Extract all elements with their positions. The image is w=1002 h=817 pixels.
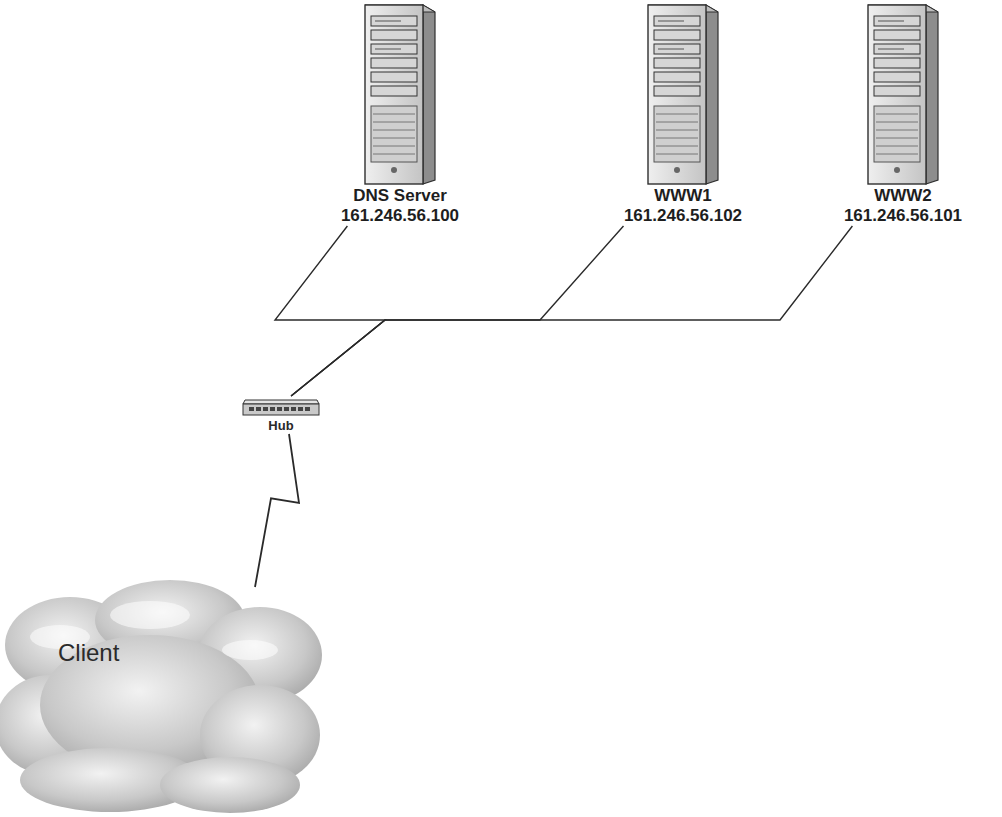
server-node: DNS Server161.246.56.100 bbox=[335, 2, 466, 226]
cloud-node: Client bbox=[0, 575, 330, 815]
ip-address: 161.246.56.101 bbox=[838, 206, 969, 226]
cloud-shape bbox=[0, 575, 330, 815]
server-name: DNS Server bbox=[335, 186, 466, 206]
network-cable bbox=[291, 226, 623, 396]
network-cable bbox=[275, 226, 385, 396]
ip-address: 161.246.56.100 bbox=[335, 206, 466, 226]
hub-icon bbox=[241, 396, 321, 418]
hub-label: Hub bbox=[239, 418, 323, 434]
network-cable bbox=[291, 226, 852, 396]
server-name: WWW1 bbox=[618, 186, 749, 206]
server-name: WWW2 bbox=[838, 186, 969, 206]
server-node: WWW2161.246.56.101 bbox=[838, 2, 969, 226]
ip-address: 161.246.56.102 bbox=[618, 206, 749, 226]
server-icon bbox=[361, 2, 439, 186]
server-node: WWW1161.246.56.102 bbox=[618, 2, 749, 226]
hub-node: Hub bbox=[239, 396, 323, 434]
server-icon bbox=[644, 2, 722, 186]
wireless-link bbox=[255, 434, 299, 587]
server-icon bbox=[864, 2, 942, 186]
cloud-label: Client bbox=[58, 639, 119, 667]
